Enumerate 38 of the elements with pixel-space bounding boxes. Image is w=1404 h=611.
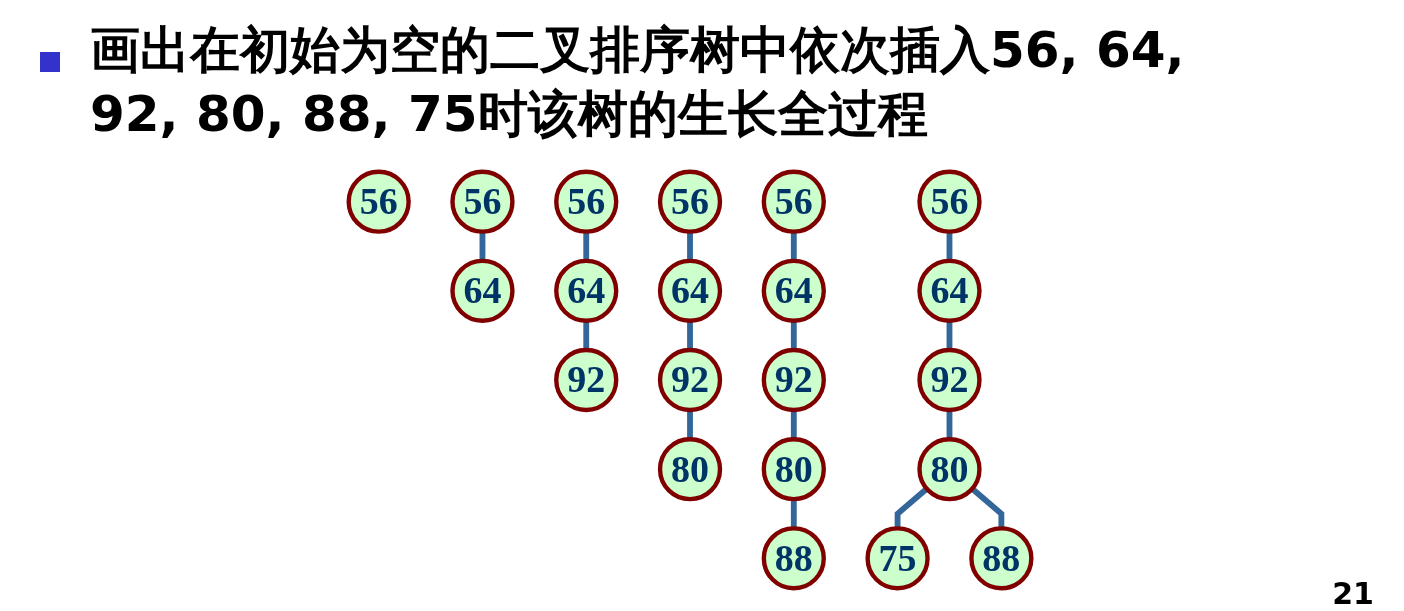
node-circle: 56 xyxy=(346,169,411,234)
connector xyxy=(790,499,797,529)
node-circle: 80 xyxy=(657,437,723,502)
connector xyxy=(583,320,590,351)
node-circle: 75 xyxy=(865,526,930,591)
node-circle: 92 xyxy=(917,347,982,413)
node-circle: 92 xyxy=(761,347,826,413)
connector xyxy=(790,409,797,440)
page-number: 21 xyxy=(1332,576,1374,611)
node-circle: 64 xyxy=(761,258,826,323)
node-circle: 56 xyxy=(917,169,982,234)
node-circle: 92 xyxy=(657,347,723,413)
node-circle: 56 xyxy=(657,169,723,234)
node-circle: 64 xyxy=(554,258,619,323)
connector xyxy=(970,486,1005,529)
title: 画出在初始为空的二叉排序树中依次插入56, 64, 92, 80, 88, 75时该树的生长全过程 xyxy=(90,20,1186,145)
connector xyxy=(583,231,590,261)
connector xyxy=(946,409,953,440)
node-circle: 64 xyxy=(657,258,723,323)
connector xyxy=(479,231,486,261)
node-circle: 56 xyxy=(450,169,515,234)
connector xyxy=(790,231,797,261)
node-circle: 64 xyxy=(917,258,982,323)
connector xyxy=(790,320,797,351)
connector xyxy=(687,231,693,261)
node-circle: 56 xyxy=(554,169,619,234)
node-circle: 88 xyxy=(761,526,826,591)
connector xyxy=(946,231,953,261)
connector xyxy=(946,320,953,351)
node-circle: 64 xyxy=(450,258,515,323)
connector xyxy=(687,409,693,440)
connector xyxy=(687,320,693,351)
node-circle: 56 xyxy=(761,169,826,234)
node-circle: 88 xyxy=(969,526,1034,591)
node-circle: 80 xyxy=(917,437,982,502)
node-circle: 92 xyxy=(554,347,619,413)
connector xyxy=(894,486,929,529)
node-circle: 80 xyxy=(761,437,826,502)
